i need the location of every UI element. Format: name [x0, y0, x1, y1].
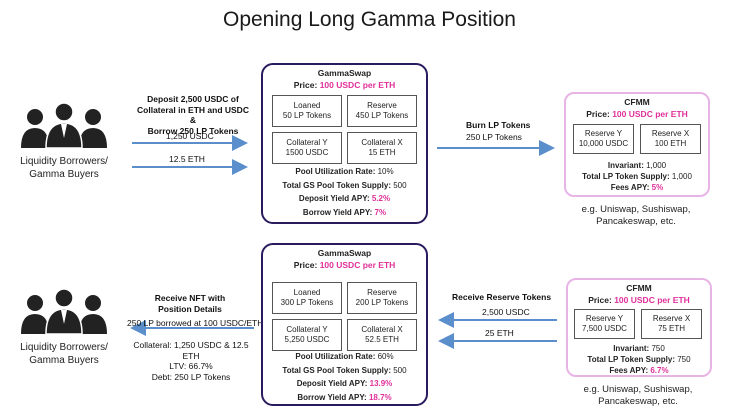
- fees-apy-stat: Fees APY: 6.7%: [609, 366, 669, 375]
- gammaswap-title: GammaSwap: [317, 68, 372, 78]
- deposit-action-label: Deposit 2,500 USDC of Collateral in ETH …: [137, 94, 249, 136]
- flow-label-usdc: 1,250 USDC: [166, 131, 214, 141]
- fees-apy-stat: Fees APY: 5%: [610, 183, 664, 192]
- cfmm-price: Price: 100 USDC per ETH: [586, 109, 688, 119]
- utilization-stat: Pool Utilization Rate: 10%: [295, 167, 394, 176]
- gammaswap-price: Price: 100 USDC per ETH: [293, 80, 396, 90]
- people-group-icon: [14, 288, 114, 334]
- gammaswap-stats: Pool Utilization Rate: 60% Total GS Pool…: [263, 350, 426, 404]
- cfmm-title: CFMM: [626, 283, 652, 293]
- utilization-stat: Pool Utilization Rate: 60%: [295, 352, 394, 361]
- cfmm-examples-top: e.g. Uniswap, Sushiswap, Pancakeswap, et…: [581, 204, 691, 227]
- gammaswap-pool-bottom: GammaSwap Price: 100 USDC per ETH Loaned…: [261, 243, 428, 406]
- borrow-yield-stat: Borrow Yield APY: 7%: [302, 207, 387, 217]
- burn-action-label: Burn LP Tokens: [466, 120, 531, 130]
- token-supply-stat: Total GS Pool Token Supply: 500: [282, 365, 407, 375]
- gammaswap-price: Price: 100 USDC per ETH: [293, 260, 396, 270]
- flow-label-lp: 250 LP Tokens: [466, 132, 522, 142]
- gammaswap-stats: Pool Utilization Rate: 10% Total GS Pool…: [263, 165, 426, 219]
- gammaswap-pool-top: GammaSwap Price: 100 USDC per ETH Loaned…: [261, 63, 428, 224]
- cfmm-title: CFMM: [624, 97, 650, 107]
- lp-supply-stat: Total LP Token Supply: 750: [587, 355, 691, 364]
- cfmm-stats: Invariant: 750 Total LP Token Supply: 75…: [568, 343, 710, 376]
- flow-label-eth-return: 25 ETH: [485, 328, 514, 338]
- receive-reserve-label: Receive Reserve Tokens: [452, 292, 552, 302]
- cfmm-price: Price: 100 USDC per ETH: [588, 295, 690, 305]
- flow-label-eth: 12.5 ETH: [169, 154, 205, 164]
- people-group-icon: [14, 102, 114, 148]
- borrow-yield-stat: Borrow Yield APY: 18.7%: [297, 392, 392, 402]
- flow-label-usdc-return: 2,500 USDC: [482, 307, 530, 317]
- deposit-yield-stat: Deposit Yield APY: 13.9%: [296, 379, 393, 388]
- actor-label-top: Liquidity Borrowers/ Gamma Buyers: [20, 156, 108, 180]
- receive-nft-label: Receive NFT with Position Details: [154, 293, 226, 314]
- actor-label-bottom: Liquidity Borrowers/ Gamma Buyers: [20, 342, 108, 366]
- nft-position-details: Collateral: 1,250 USDC & 12.5 ETH LTV: 6…: [133, 340, 249, 382]
- invariant-stat: Invariant: 1,000: [607, 161, 667, 170]
- gammaswap-title: GammaSwap: [317, 248, 372, 258]
- cfmm-stats: Invariant: 1,000 Total LP Token Supply: …: [566, 160, 708, 193]
- page-title: Opening Long Gamma Position: [222, 8, 516, 31]
- nft-borrow-detail: 250 LP borrowed at 100 USDC/ETH: [127, 318, 264, 328]
- invariant-stat: Invariant: 750: [613, 344, 665, 353]
- token-supply-stat: Total GS Pool Token Supply: 500: [282, 180, 407, 190]
- lp-supply-stat: Total LP Token Supply: 1,000: [582, 172, 692, 181]
- cfmm-examples-bottom: e.g. Uniswap, Sushiswap, Pancakeswap, et…: [583, 384, 693, 407]
- deposit-yield-stat: Deposit Yield APY: 5.2%: [298, 194, 391, 203]
